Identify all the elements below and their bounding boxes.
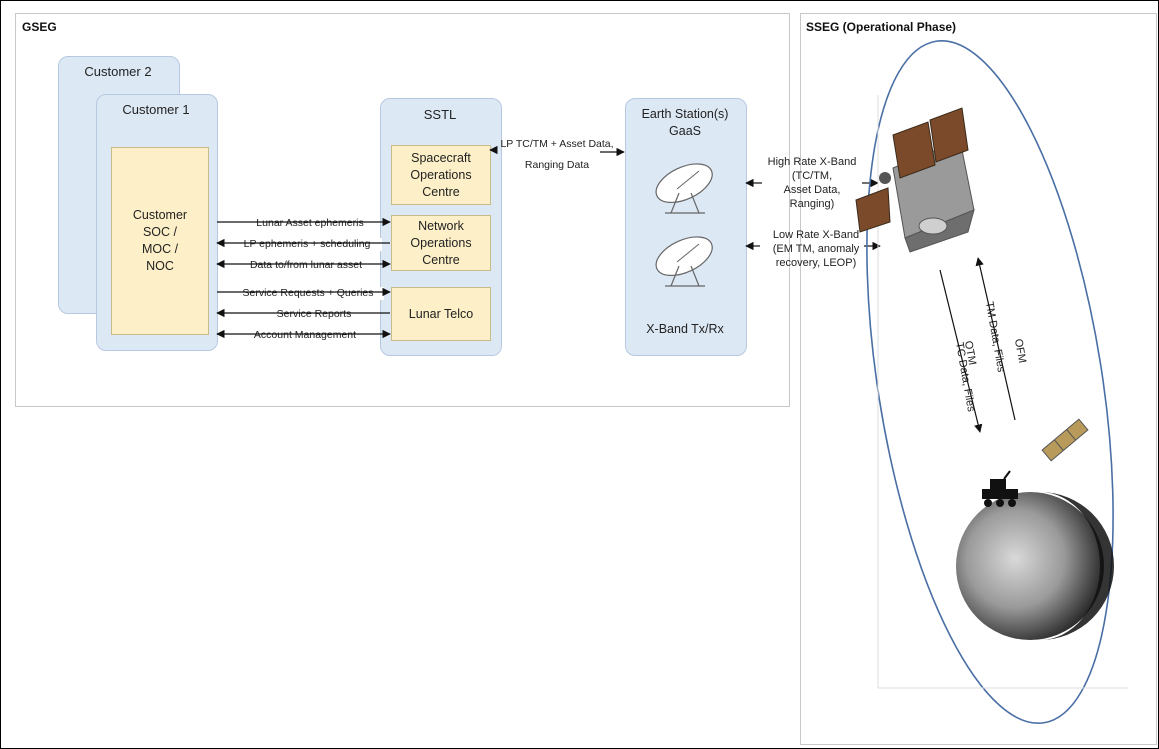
earth-station-lane — [625, 98, 747, 356]
arrow-ofm-up — [975, 257, 1016, 421]
earth-station-label: Earth Station(s) GaaS — [641, 107, 729, 138]
sseg-panel — [800, 13, 1157, 745]
spacecraft-ops-box: Spacecraft Operations Centre — [391, 145, 491, 205]
customer-ops-box: Customer SOC / MOC / NOC — [111, 147, 209, 335]
lunar-orbit — [866, 39, 1114, 725]
flow-label-service-requests: Service Requests + Queries — [232, 287, 384, 300]
moon-terminator — [1040, 492, 1114, 640]
antenna-icon — [655, 236, 713, 287]
sstl-station-link-label: LP TC/TM + Asset Data, Ranging Data — [500, 138, 614, 171]
low-rate-xband-label: Low Rate X-Band (EM TM, anomaly recovery… — [772, 229, 860, 269]
customer2-label: Customer 2 — [84, 64, 152, 79]
arrow-tc-down — [939, 269, 983, 433]
xband-txrx-label: X-Band Tx/Rx — [646, 322, 724, 336]
lunar-telco-box: Lunar Telco — [391, 287, 491, 341]
relay-satellite-icon — [1041, 418, 1089, 462]
customer1-label: Customer 1 — [122, 102, 190, 117]
sstl-label: SSTL — [423, 107, 457, 122]
high-rate-xband-label: High Rate X-Band (TC/TM, Asset Data, Ran… — [767, 156, 857, 210]
lunar-pathfinder-spacecraft-icon — [855, 107, 975, 253]
sseg-title: SSEG (Operational Phase) — [806, 20, 957, 34]
gseg-title: GSEG — [22, 20, 57, 34]
lunar-rover-icon — [982, 470, 1018, 507]
antenna-icon — [655, 163, 713, 214]
flow-label-lunar-asset-ephemeris: Lunar Asset ephemeris — [240, 217, 380, 230]
moon-image — [956, 492, 1104, 640]
network-ops-box: Network Operations Centre — [391, 215, 491, 271]
flow-label-lp-ephemeris: LP ephemeris + scheduling — [232, 238, 382, 251]
flow-label-service-reports: Service Reports — [262, 308, 366, 321]
